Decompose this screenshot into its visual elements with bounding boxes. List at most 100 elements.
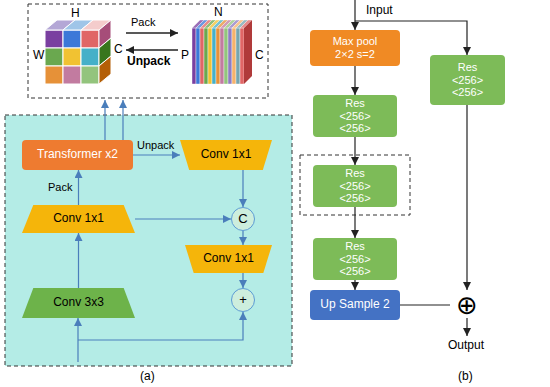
- input-wire: [354, 0, 355, 30]
- upsample-box: Up Sample 2: [310, 290, 400, 320]
- node-text: +: [239, 293, 247, 308]
- trapezoid-fill: [180, 140, 272, 170]
- node-text: Up Sample 2: [320, 298, 389, 312]
- edge-label: Unpack: [137, 139, 174, 152]
- res-box: Res<256><256>: [313, 165, 397, 207]
- patch-slice: [208, 28, 212, 84]
- tensor-cell: [63, 48, 81, 66]
- feature-cube: [45, 20, 111, 84]
- patch-slice: [200, 28, 204, 84]
- connector: [354, 207, 355, 238]
- node-text: <256>: [339, 253, 370, 266]
- patch-slice: [192, 28, 196, 84]
- tensor-cell: [45, 48, 63, 66]
- node-text: <256>: [339, 122, 370, 135]
- tensor-cell: [81, 30, 99, 48]
- connector: [135, 218, 231, 219]
- res-box: Res<256><256>: [430, 55, 505, 105]
- patch-slice: [204, 28, 208, 84]
- connector: [354, 137, 355, 165]
- patch-slice: [216, 28, 220, 84]
- node-text: Conv 1x1: [203, 252, 254, 266]
- node-text: Conv 1x1: [53, 212, 104, 226]
- node-text: Conv 1x1: [201, 148, 252, 162]
- node-text: C: [238, 212, 247, 227]
- patch-face: [244, 20, 252, 84]
- tensor-cell: [45, 30, 63, 48]
- leader-line: [104, 100, 105, 140]
- axis-label: P: [181, 48, 189, 62]
- axis-label: C: [255, 48, 264, 62]
- output-wire: [466, 318, 467, 336]
- patch-slab: [192, 20, 252, 84]
- node-text: Max pool: [333, 35, 378, 48]
- node-text: Res: [345, 97, 365, 110]
- pack-illustration-box: [28, 4, 268, 98]
- patch-slice: [232, 28, 236, 84]
- node-text: 2×2 s=2: [335, 48, 375, 61]
- axis-label: C: [114, 42, 123, 56]
- sum-symbol: ⊕: [450, 290, 484, 320]
- patch-slice: [236, 28, 240, 84]
- panel-label: (a): [140, 369, 155, 383]
- node-text: <256>: [339, 110, 370, 123]
- connector: [400, 304, 450, 305]
- patch-slice: [224, 28, 228, 84]
- transformer-box: Transformer x2: [22, 140, 133, 170]
- tensor-cell: [45, 66, 63, 84]
- connector: [133, 154, 180, 155]
- module-panel: [5, 115, 292, 366]
- node-text: ⊕: [456, 292, 478, 318]
- node-text: <256>: [339, 265, 370, 278]
- conv-block: Conv 1x1: [185, 245, 272, 273]
- pack-arrow: [126, 32, 178, 34]
- unpack-arrow: [126, 49, 178, 51]
- patch-slice: [196, 28, 200, 84]
- pool-box: Max pool2×2 s=2: [310, 30, 400, 66]
- connector: [242, 170, 243, 207]
- axis-label: W: [33, 48, 44, 62]
- add-node: +: [231, 288, 255, 312]
- connector: [242, 231, 243, 245]
- io-label: Output: [448, 338, 484, 352]
- connector: [354, 280, 355, 290]
- tensor-face: [99, 56, 111, 84]
- trapezoid-fill: [22, 288, 135, 318]
- arrow-label: Unpack: [127, 54, 170, 68]
- node-text: <256>: [339, 192, 370, 205]
- node-text: Res: [345, 167, 365, 180]
- conv-block: Conv 1x1: [180, 140, 272, 170]
- arrow-label: Pack: [131, 16, 155, 29]
- connector: [466, 105, 467, 290]
- patch-slice: [220, 28, 224, 84]
- connector: [354, 66, 355, 95]
- trapezoid-fill: [185, 245, 272, 273]
- tensor-cell: [63, 30, 81, 48]
- edge-label: Pack: [48, 181, 72, 194]
- concat-node: C: [231, 207, 255, 231]
- connector: [78, 233, 79, 288]
- leader-line: [122, 100, 123, 140]
- axis-label: H: [71, 6, 80, 20]
- res-box: Res<256><256>: [313, 95, 397, 137]
- tensor-cell: [63, 66, 81, 84]
- res-box: Res<256><256>: [313, 238, 397, 280]
- node-text: Transformer x2: [37, 148, 118, 162]
- node-text: Conv 3x3: [53, 296, 104, 310]
- node-text: <256>: [452, 74, 483, 87]
- node-text: Res: [458, 61, 478, 74]
- axis-label: N: [214, 5, 223, 19]
- node-text: <256>: [339, 180, 370, 193]
- conv-block: Conv 3x3: [22, 288, 135, 318]
- patch-slice: [240, 28, 244, 84]
- io-label: Input: [366, 3, 393, 17]
- node-text: Res: [345, 240, 365, 253]
- node-text: <256>: [452, 86, 483, 99]
- tensor-cell: [81, 66, 99, 84]
- connector: [78, 170, 79, 205]
- conv-block: Conv 1x1: [22, 205, 135, 233]
- trapezoid-fill: [22, 205, 135, 233]
- patch-slice: [212, 28, 216, 84]
- panel-label: (b): [458, 369, 473, 383]
- tensor-cell: [81, 48, 99, 66]
